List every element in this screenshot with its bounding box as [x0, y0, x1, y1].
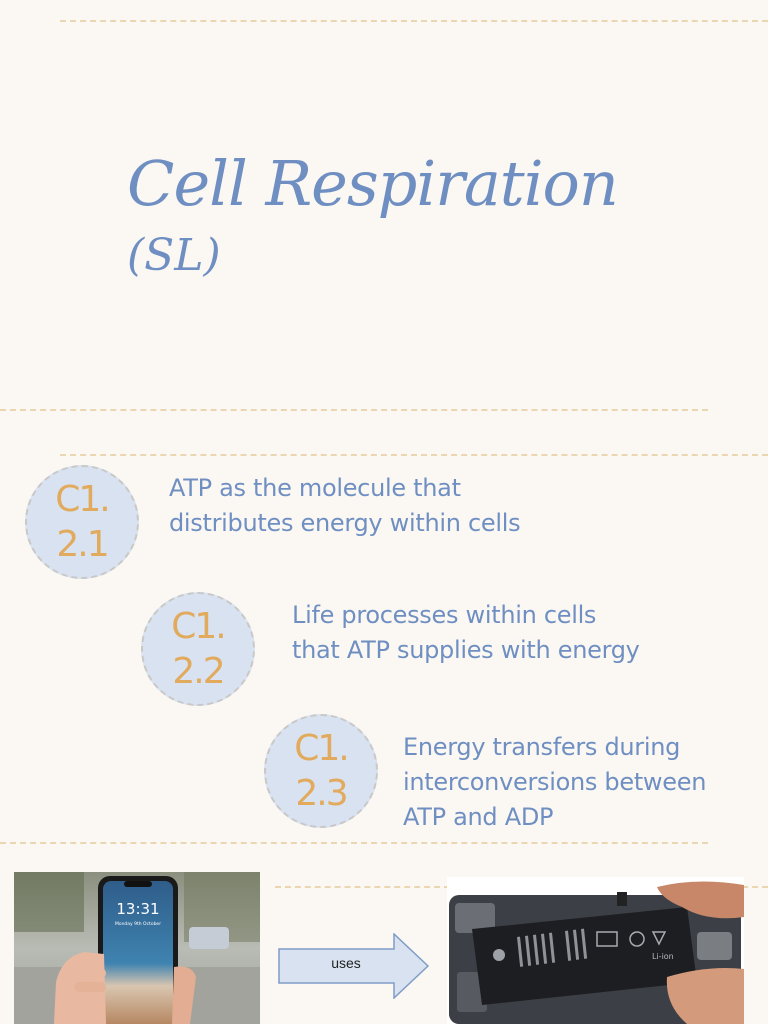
- topic-text-line2: that ATP supplies with energy: [292, 636, 640, 664]
- page-title: Cell Respiration: [127, 147, 619, 220]
- topic-text-line2: interconversions between: [403, 768, 707, 796]
- topic-text-line2: distributes energy within cells: [169, 509, 521, 537]
- divider-bottom-1: [0, 842, 708, 844]
- topic-text-line3: ATP and ADP: [403, 803, 554, 831]
- divider-mid-1: [0, 409, 708, 411]
- badge-code-line1: C1.: [294, 728, 350, 769]
- badge-code-line2: 2.2: [172, 651, 225, 692]
- topic-text-c1-2-3: Energy transfers during interconversions…: [403, 730, 706, 835]
- badge-code-line1: C1.: [55, 479, 111, 520]
- phone-time: 13:31: [116, 900, 159, 918]
- topic-text-line1: ATP as the molecule that: [169, 474, 461, 502]
- badge-code-line1: C1.: [171, 606, 227, 647]
- uses-arrow: [278, 933, 430, 999]
- phone-battery-photo: Li-ion: [447, 877, 744, 1024]
- topic-badge-c1-2-2: C1. 2.2: [141, 592, 255, 706]
- divider-mid-2: [60, 454, 768, 456]
- topic-text-line1: Life processes within cells: [292, 601, 597, 629]
- topic-text-line1: Energy transfers during: [403, 733, 681, 761]
- divider-top: [60, 20, 768, 22]
- badge-code-line2: 2.1: [56, 524, 109, 565]
- phone-date: Monday 9th October: [115, 921, 161, 927]
- page-subtitle: (SL): [127, 230, 221, 281]
- topic-badge-c1-2-3: C1. 2.3: [264, 714, 378, 828]
- battery-label: Li-ion: [652, 952, 674, 961]
- topic-text-c1-2-2: Life processes within cells that ATP sup…: [292, 598, 640, 668]
- topic-text-c1-2-1: ATP as the molecule that distributes ene…: [169, 471, 521, 541]
- arrow-label: uses: [331, 955, 361, 971]
- topic-badge-c1-2-1: C1. 2.1: [25, 465, 139, 579]
- smartphone-photo: 13:31 Monday 9th October: [14, 872, 260, 1024]
- badge-code-line2: 2.3: [295, 773, 348, 814]
